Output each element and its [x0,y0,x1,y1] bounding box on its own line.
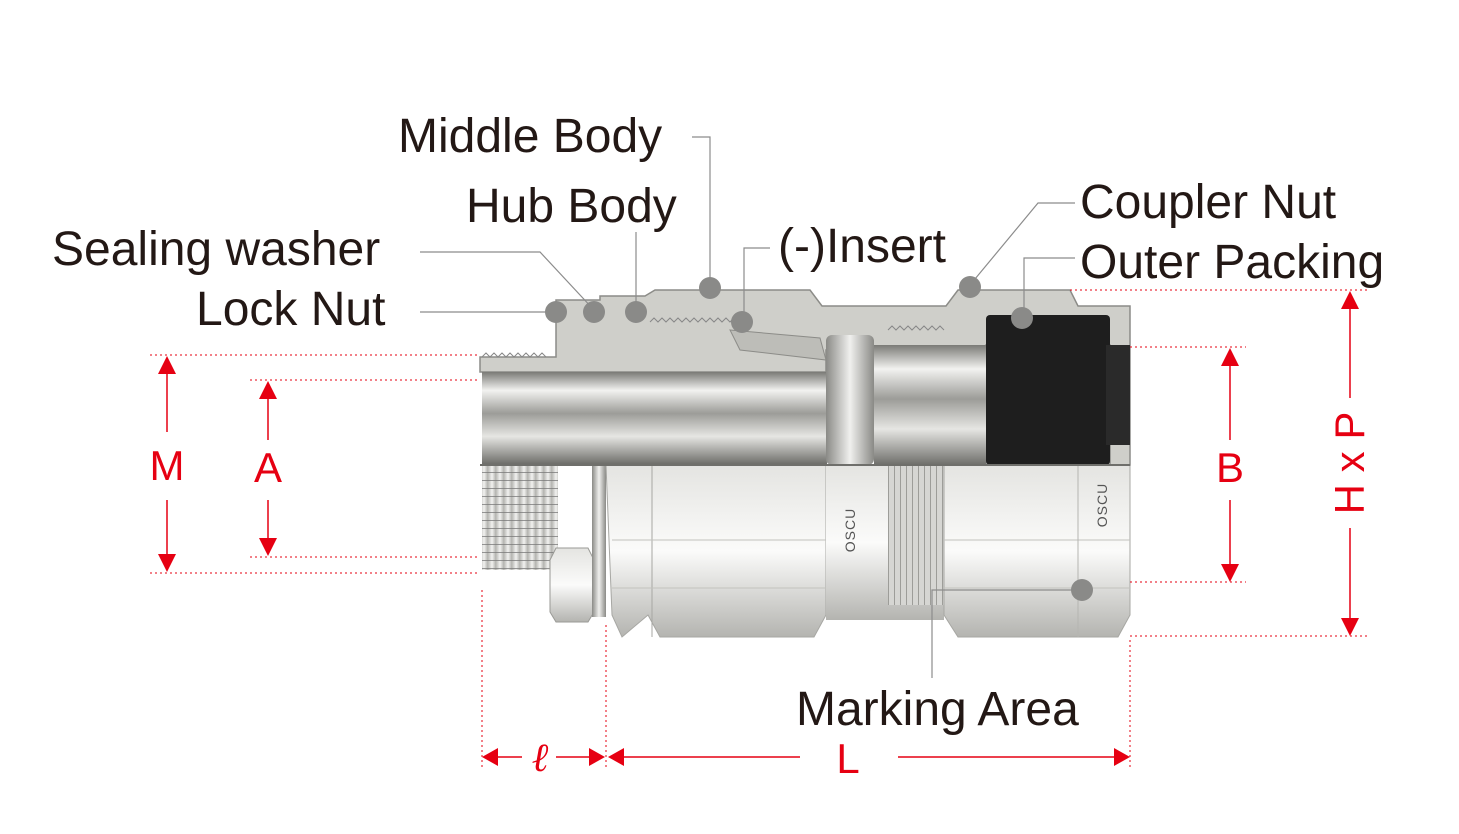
exterior-view: OSCU OSCU [482,464,1131,638]
cutaway-view [479,289,1131,466]
label-marking-area: Marking Area [796,683,1079,736]
outer-packing-section [986,315,1110,465]
dim-label-L: L [836,735,859,782]
label-lock-nut: Lock Nut [196,283,385,336]
dimension-labels: M A B H x P ℓ L [150,412,1374,782]
lock-nut-hex [549,547,595,623]
middle-body-dot [699,277,721,299]
dim-L [608,748,1130,766]
inner-sleeve [874,345,986,465]
insert-dot [731,311,753,333]
dim-label-HxP: H x P [1326,412,1373,515]
marking-area-dot [1071,579,1093,601]
label-outer-packing: Outer Packing [1080,236,1384,289]
coupler-nut-dot [959,276,981,298]
label-hub-body: Hub Body [466,180,677,233]
leader-lines [420,136,1082,678]
part-labels: Middle Body Hub Body Sealing washer Lock… [52,110,1384,736]
dim-label-A: A [254,444,282,491]
dim-A [259,381,277,556]
body-marking-1: OSCU [842,508,858,552]
sealing-washer-dot [583,301,605,323]
label-sealing-washer: Sealing washer [52,223,380,276]
label-insert: (-)Insert [778,220,946,273]
dim-HxP [1341,291,1359,636]
insert-ring [826,335,874,465]
entry-thread [482,465,558,570]
dimension-lines [150,289,1368,770]
dim-label-B: B [1216,444,1244,491]
dim-label-l: ℓ [532,735,549,780]
hub-body-hex [605,464,827,638]
dim-M [158,356,176,572]
outer-packing-dot [1011,307,1033,329]
dim-B [1221,348,1239,582]
leader-dots [545,276,1093,601]
label-coupler-nut: Coupler Nut [1080,176,1336,229]
lock-nut-dot [545,301,567,323]
dim-label-M: M [150,442,185,489]
dim-l [482,748,605,766]
sealing-washer-edge [592,465,606,617]
label-middle-body: Middle Body [398,110,662,163]
cable-bore [482,372,827,464]
hub-body-dot [625,301,647,323]
body-marking-2: OSCU [1094,483,1110,527]
